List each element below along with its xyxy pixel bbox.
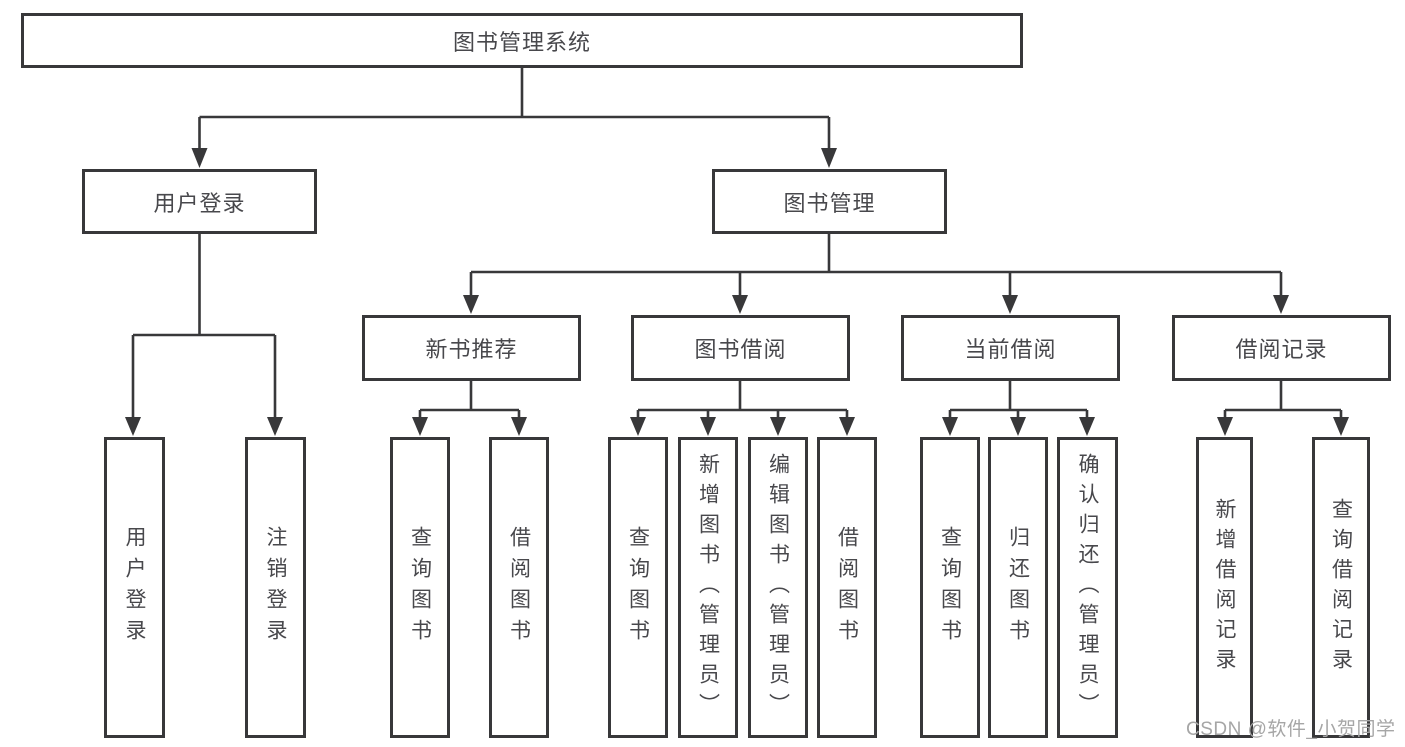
node-book-management: 图书管理 (712, 169, 947, 234)
leaf-borrow-books: 借阅图书 (817, 437, 877, 738)
leaf-logout: 注销登录 (245, 437, 306, 738)
leaf-query-books-current: 查询图书 (920, 437, 980, 738)
leaf-borrow-books-recommend: 借阅图书 (489, 437, 549, 738)
leaf-add-book-admin: 新增图书（管理员） (678, 437, 738, 738)
node-user-login: 用户登录 (82, 169, 317, 234)
leaf-query-borrow-record: 查询借阅记录 (1312, 437, 1370, 738)
leaf-edit-book-admin: 编辑图书（管理员） (748, 437, 808, 738)
leaf-user-login: 用户登录 (104, 437, 165, 738)
leaf-query-books-borrow: 查询图书 (608, 437, 668, 738)
csdn-watermark: CSDN @软件_小贺同学 (1186, 719, 1396, 740)
node-borrow-records: 借阅记录 (1172, 315, 1391, 381)
node-root-library-system: 图书管理系统 (21, 13, 1023, 68)
node-new-book-recommend: 新书推荐 (362, 315, 581, 381)
node-book-borrow: 图书借阅 (631, 315, 850, 381)
node-current-borrow: 当前借阅 (901, 315, 1120, 381)
leaf-add-borrow-record: 新增借阅记录 (1196, 437, 1253, 738)
arrowheads (125, 148, 1349, 436)
connector-paths (131, 68, 1343, 418)
leaf-confirm-return-admin: 确认归还（管理员） (1057, 437, 1118, 738)
leaf-return-books: 归还图书 (988, 437, 1048, 738)
leaf-query-books-recommend: 查询图书 (390, 437, 450, 738)
